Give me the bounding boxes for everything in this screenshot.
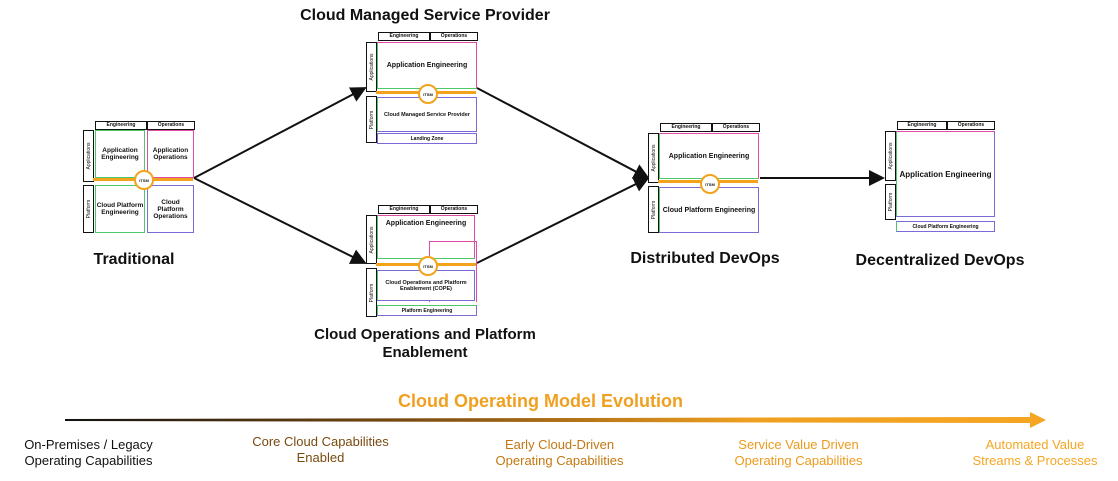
cloud-platform-engineering-box: Cloud Platform Engineering [896, 221, 995, 232]
operations-tag: Operations [430, 205, 478, 214]
applications-side-label: Applications [366, 215, 377, 264]
distributed-title: Distributed DevOps [630, 250, 780, 267]
operations-tag: Operations [947, 121, 995, 130]
app-engineering-box: Application Engineering [659, 133, 759, 179]
app-operations-box: Application Operations [147, 130, 194, 178]
cloud-platform-engineering-box: Cloud Platform Engineering [95, 185, 145, 233]
evolution-arrow [65, 412, 1046, 428]
applications-side-label: Applications [648, 133, 659, 183]
app-engineering-box: Application Engineering [896, 131, 995, 217]
engineering-tag: Engineering [378, 32, 430, 41]
stage-label: Service Value Driven Operating Capabilit… [734, 437, 863, 468]
applications-side-label: Applications [366, 42, 377, 92]
itsm-circle: ITSM [418, 256, 438, 276]
platform-side-label: Platform [83, 185, 94, 233]
app-engineering-box: Application Engineering [95, 130, 145, 178]
engineering-tag: Engineering [378, 205, 430, 214]
platform-side-label: Platform [366, 268, 377, 317]
arrow-cmsp-to-distributed [476, 87, 650, 179]
arrow-traditional-to-cope [193, 177, 367, 264]
itsm-circle: ITSM [134, 170, 154, 190]
stage-label: Early Cloud-Driven Operating Capabilitie… [495, 437, 624, 468]
arrow-traditional-to-cmsp [193, 87, 367, 179]
stage-label: Core Cloud Capabilities Enabled [252, 434, 389, 465]
operations-tag: Operations [712, 123, 760, 132]
engineering-tag: Engineering [660, 123, 712, 132]
stage-label: Automated Value Streams & Processes [972, 437, 1098, 468]
cloud-platform-engineering-box: Cloud Platform Engineering [659, 187, 759, 233]
cope-title: Cloud Operations and Platform Enablement [314, 326, 536, 361]
itsm-circle: ITSM [700, 174, 720, 194]
landing-zone-box: Landing Zone [377, 133, 477, 144]
app-engineering-box: Application Engineering [377, 42, 477, 89]
platform-side-label: Platform [366, 96, 377, 143]
decentralized-title: Decentralized DevOps [855, 252, 1025, 269]
platform-engineering-box: Platform Engineering [377, 305, 477, 316]
cloud-platform-operations-box: Cloud Platform Operations [147, 185, 194, 233]
app-engineering-box: Application Engineering [377, 215, 475, 259]
traditional-title: Traditional [93, 251, 175, 268]
operations-tag: Operations [430, 32, 478, 41]
engineering-tag: Engineering [95, 121, 147, 130]
evolution-title: Cloud Operating Model Evolution [398, 391, 683, 411]
itsm-circle: ITSM [418, 84, 438, 104]
applications-side-label: Applications [83, 130, 94, 182]
applications-side-label: Applications [885, 131, 896, 181]
operations-tag: Operations [147, 121, 195, 130]
cmsp-title: Cloud Managed Service Provider [300, 7, 550, 24]
engineering-tag: Engineering [897, 121, 947, 130]
arrow-cope-to-distributed [476, 177, 650, 264]
platform-side-label: Platform [648, 186, 659, 233]
stage-label: On-Premises / Legacy Operating Capabilit… [24, 437, 153, 468]
platform-side-label: Platform [885, 184, 896, 220]
